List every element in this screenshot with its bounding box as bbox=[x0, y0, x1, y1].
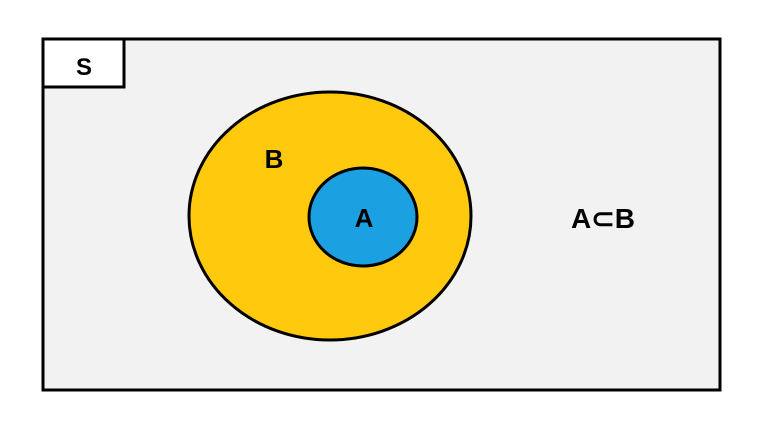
subset-relation-label: A⊂B bbox=[571, 203, 635, 234]
universe-label: S bbox=[76, 54, 92, 81]
set-a-ellipse bbox=[307, 166, 419, 268]
universe-label-box bbox=[41, 37, 126, 89]
set-a-label: A bbox=[355, 203, 374, 233]
set-b-label: B bbox=[265, 144, 284, 174]
